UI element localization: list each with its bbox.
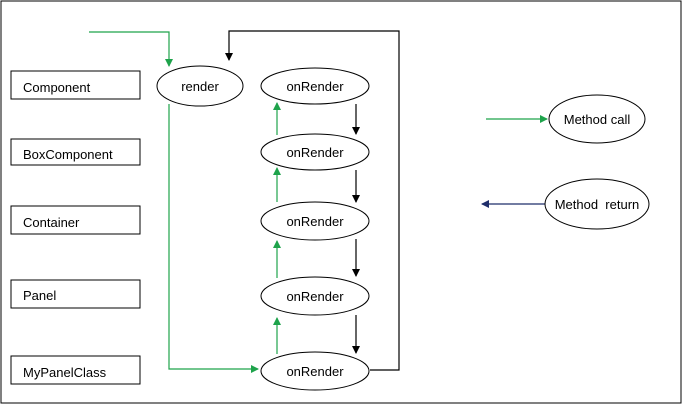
onrender-node-mypanelclass: onRender [260,351,370,391]
class-box-panel: Panel [10,279,141,309]
onrender-node-label: onRender [286,364,344,379]
class-label-mypanelclass: MyPanelClass [23,365,107,380]
render-to-onrender-call-arrow [168,104,259,373]
legend-method-return-label: Method return [555,197,640,212]
onrender-node-label: onRender [286,145,344,160]
class-box-component: Component [10,70,141,100]
legend-method-return: Method return [481,178,650,230]
legend-method-call: Method call [486,94,646,144]
legend-method-call-label: Method call [564,112,631,127]
class-label-boxcomponent: BoxComponent [23,147,113,162]
onrender-node-container: onRender [260,201,370,241]
onrender-node-component: onRender [260,67,370,105]
class-label-container: Container [23,215,80,230]
class-hierarchy: Component BoxComponent Container Panel M… [10,70,141,385]
return-to-render-arrow [225,30,400,371]
class-label-component: Component [23,80,91,95]
class-box-container: Container [10,205,141,235]
onrender-node-boxcomponent: onRender [260,133,370,171]
legend: Method call Method return [481,94,650,230]
onrender-node-label: onRender [286,214,344,229]
class-box-boxcomponent: BoxComponent [10,138,141,166]
entry-call-arrow [89,31,173,67]
class-label-panel: Panel [23,288,56,303]
render-node-label: render [181,79,219,94]
method-call-connectors [89,31,281,373]
onrender-node-panel: onRender [260,276,370,316]
onrender-node-label: onRender [286,79,344,94]
render-node: render [156,65,244,107]
onrender-chain: onRender onRender onRender onRender onRe… [260,67,370,391]
class-box-mypanelclass: MyPanelClass [10,355,141,385]
return-flow-connectors [225,30,400,371]
onrender-node-label: onRender [286,289,344,304]
